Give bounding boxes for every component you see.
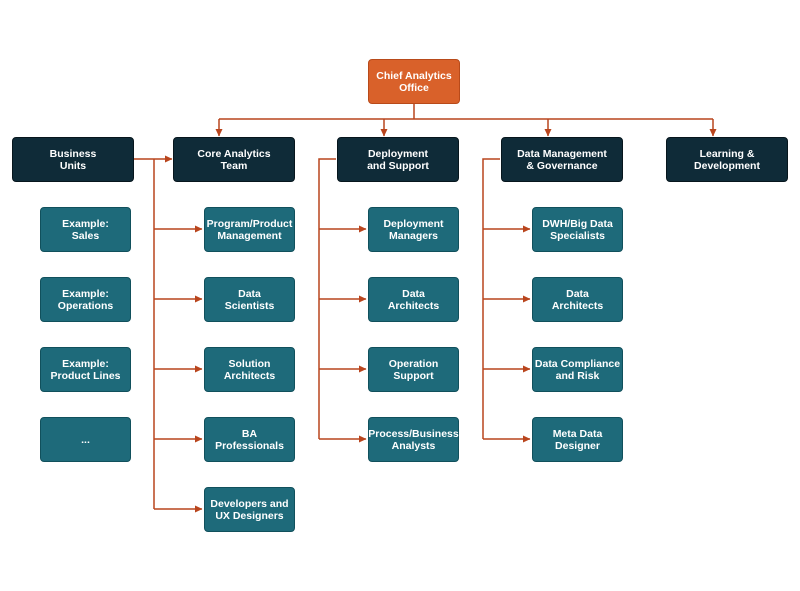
deploy-data-architects: Data Architects (368, 277, 459, 322)
business-unit-label: Example: Product Lines (50, 357, 121, 382)
dm-item-label: Data Compliance and Risk (534, 357, 621, 382)
business-unit-more: ... (40, 417, 131, 462)
deploy-process-business-analysts: Process/Business Analysts (368, 417, 459, 462)
business-unit-product-lines: Example: Product Lines (40, 347, 131, 392)
deploy-item-label: Operation Support (388, 357, 439, 382)
dm-item-label: Data Architects (551, 287, 604, 312)
dm-item-label: Meta Data Designer (552, 427, 603, 452)
business-unit-operations: Example: Operations (40, 277, 131, 322)
core-solution-architects: Solution Architects (204, 347, 295, 392)
core-item-label: Data Scientists (224, 287, 275, 312)
deploy-operation-support: Operation Support (368, 347, 459, 392)
header-learning-development: Learning & Development (666, 137, 788, 182)
core-item-label: BA Professionals (215, 427, 284, 452)
deploy-branch-vertical (318, 158, 336, 439)
core-item-label: Solution Architects (223, 357, 276, 382)
core-ba-professionals: BA Professionals (204, 417, 295, 462)
core-item-label: Developers and UX Designers (210, 497, 289, 522)
header-deployment-and-support: Deployment and Support (337, 137, 459, 182)
dm-data-architects: Data Architects (532, 277, 623, 322)
dm-dwh-big-data-specialists: DWH/Big Data Specialists (532, 207, 623, 252)
header-data-management-governance: Data Management & Governance (501, 137, 623, 182)
header-business-units: Business Units (12, 137, 134, 182)
dm-branch-vertical (482, 158, 500, 439)
deploy-item-label: Data Architects (387, 287, 440, 312)
core-data-scientists: Data Scientists (204, 277, 295, 322)
header-core-analytics-team: Core Analytics Team (173, 137, 295, 182)
business-unit-sales: Example: Sales (40, 207, 131, 252)
chief-analytics-office-label: Chief Analytics Office (376, 69, 452, 94)
core-item-label: Program/Product Management (206, 217, 293, 242)
core-program-product-management: Program/Product Management (204, 207, 295, 252)
header-deployment-and-support-label: Deployment and Support (367, 147, 429, 172)
header-data-management-governance-label: Data Management & Governance (517, 147, 607, 172)
core-developers-ux-designers: Developers and UX Designers (204, 487, 295, 532)
business-unit-label: Example: Sales (62, 217, 109, 242)
business-unit-label: Example: Operations (57, 287, 114, 312)
business-unit-label: ... (81, 433, 90, 446)
deploy-deployment-managers: Deployment Managers (368, 207, 459, 252)
chief-analytics-office-box: Chief Analytics Office (368, 59, 460, 104)
deploy-item-label: Process/Business Analysts (368, 427, 459, 452)
dm-data-compliance-risk: Data Compliance and Risk (532, 347, 623, 392)
header-learning-development-label: Learning & Development (694, 147, 760, 172)
header-core-analytics-team-label: Core Analytics Team (197, 147, 271, 172)
deploy-item-label: Deployment Managers (383, 217, 444, 242)
dm-item-label: DWH/Big Data Specialists (542, 217, 613, 242)
dm-meta-data-designer: Meta Data Designer (532, 417, 623, 462)
header-business-units-label: Business Units (49, 147, 97, 172)
